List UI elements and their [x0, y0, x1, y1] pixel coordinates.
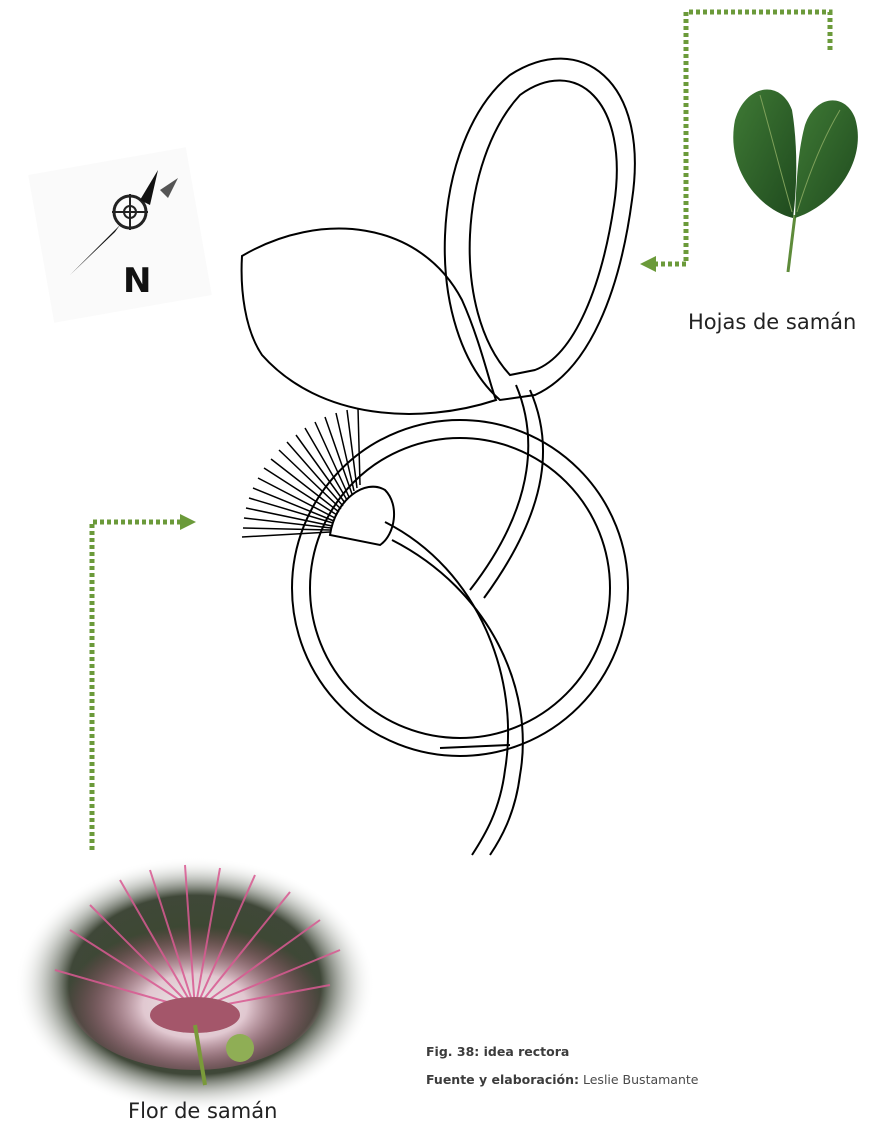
stem-lower-b	[392, 540, 523, 855]
stem-upper-a	[470, 385, 528, 590]
side-leaf	[242, 229, 496, 414]
flower-label: Flor de samán	[128, 1099, 277, 1123]
stem-upper-b	[484, 390, 543, 598]
figure-caption: Fig. 38: idea rectora	[426, 1044, 569, 1059]
compass-letter: N	[123, 261, 151, 301]
stem-lower-a	[385, 522, 508, 855]
figure-title: Fig. 38: idea rectora	[426, 1044, 569, 1059]
source-author: Leslie Bustamante	[583, 1072, 698, 1087]
main-drawing	[242, 59, 635, 855]
ring-outer	[292, 420, 628, 756]
flower-connector	[92, 514, 196, 850]
compass-icon: N	[28, 147, 212, 323]
tall-leaf-outer	[445, 59, 635, 400]
source-prefix: Fuente y elaboración:	[426, 1072, 579, 1087]
figure-source: Fuente y elaboración: Leslie Bustamante	[426, 1072, 698, 1087]
stamen-rays	[242, 408, 360, 537]
samanea-flower-photo	[15, 857, 375, 1113]
leaves-label: Hojas de samán	[688, 310, 856, 334]
samanea-leaf-photo	[733, 89, 858, 272]
ring-base-line	[440, 745, 510, 748]
ring-inner	[310, 438, 610, 738]
